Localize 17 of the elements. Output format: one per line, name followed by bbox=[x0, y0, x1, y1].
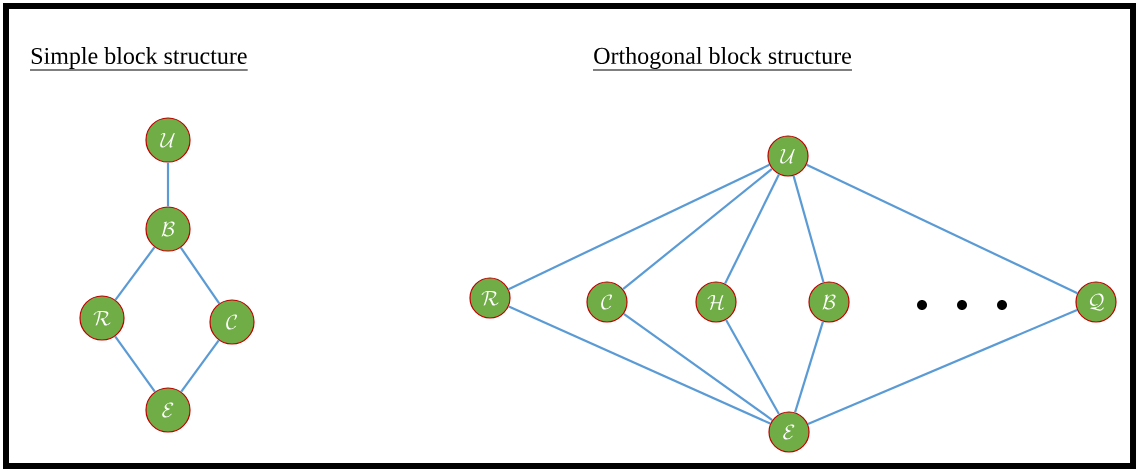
connector-line bbox=[623, 313, 773, 421]
connector-line bbox=[806, 163, 1078, 295]
connector-line bbox=[794, 321, 824, 413]
connector-line bbox=[180, 339, 220, 393]
connector-line bbox=[114, 335, 156, 393]
connector-line bbox=[166, 162, 170, 207]
connector-line bbox=[508, 305, 771, 425]
connector-line bbox=[508, 163, 770, 291]
heading: Simple block structure bbox=[29, 47, 249, 71]
heading: Orthogonal block structure bbox=[592, 47, 853, 71]
connector-line bbox=[724, 174, 780, 284]
connector-line bbox=[807, 309, 1078, 425]
connector-line bbox=[179, 247, 221, 304]
connector-line bbox=[622, 168, 773, 290]
connector-line bbox=[725, 319, 780, 415]
connector-line bbox=[792, 175, 825, 283]
connector-line bbox=[114, 246, 156, 301]
